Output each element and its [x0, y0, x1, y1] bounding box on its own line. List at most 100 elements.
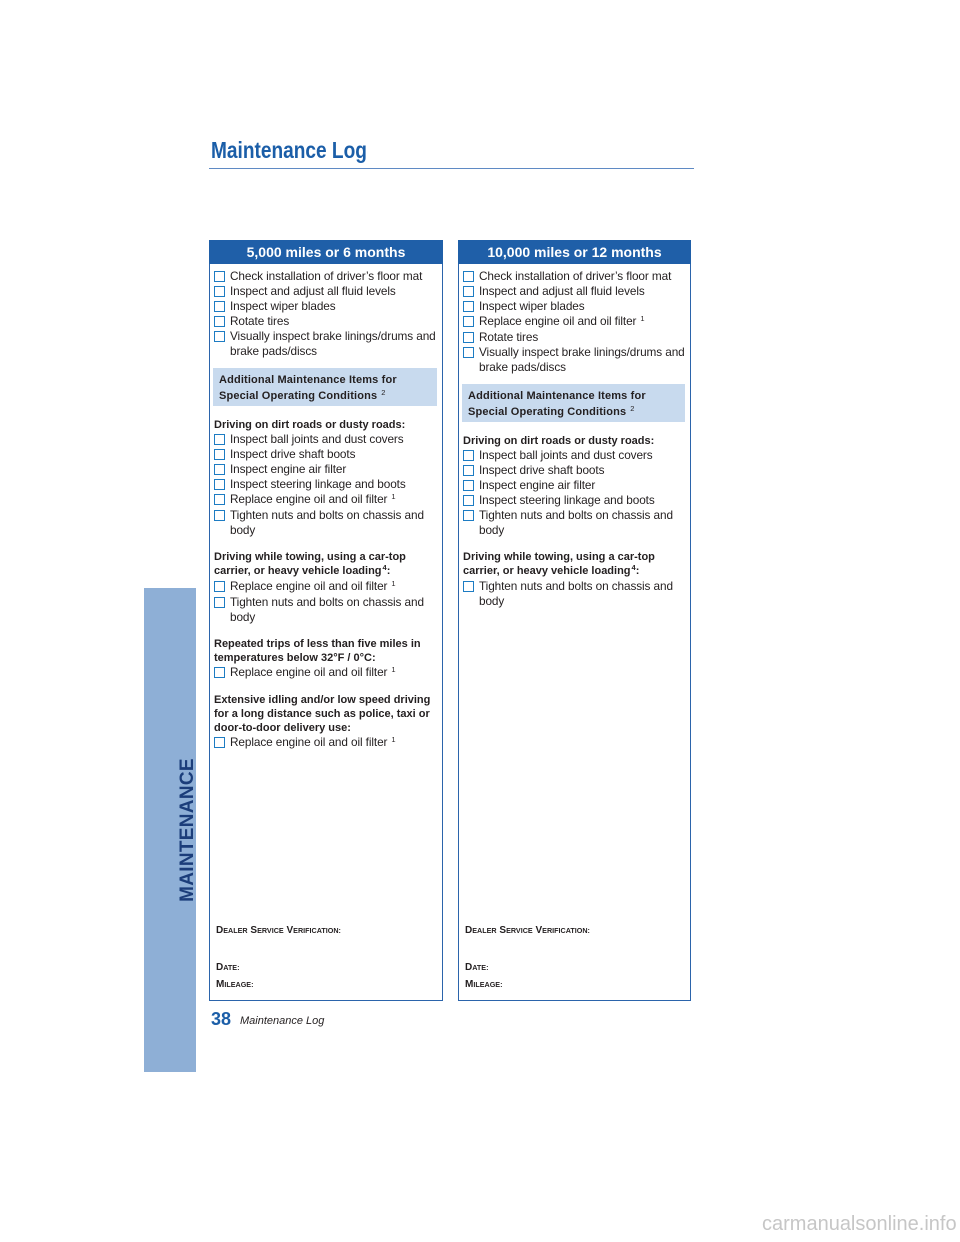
checklist-item-text: Inspect engine air filter — [479, 478, 596, 492]
checklist-item: Tighten nuts and bolts on chassis and bo… — [463, 579, 690, 609]
checkbox-icon — [214, 581, 225, 592]
condition-heading: Driving while towing, using a car-top ca… — [463, 550, 685, 579]
small-caps-segment: ERVICE — [506, 926, 533, 935]
checklist-item-text: Tighten nuts and bolts on chassis and bo… — [230, 508, 424, 537]
checkbox-icon — [463, 450, 474, 461]
checklist-item-text: Replace engine oil and oil filter — [230, 735, 388, 749]
checklist-item: Visually inspect brake linings/drums and… — [463, 345, 690, 375]
small-caps-segment: ILEAGE: — [224, 980, 254, 989]
footnote-ref: 1 — [391, 579, 396, 588]
checkbox-icon — [214, 286, 225, 297]
checkbox-icon — [463, 480, 474, 491]
schedule-header: 5,000 miles or 6 months — [209, 240, 443, 264]
date-label: DATE: — [465, 962, 489, 973]
condition-heading: Driving on dirt roads or dusty roads: — [214, 418, 436, 432]
checklist-item: Check installation of driver’s floor mat — [463, 269, 690, 284]
checklist-item-text: Tighten nuts and bolts on chassis and bo… — [230, 595, 424, 624]
schedule-checklist: Check installation of driver’s floor mat… — [459, 264, 690, 609]
checklist-item-text: Replace engine oil and oil filter — [230, 665, 388, 679]
condition-heading-text: Driving while towing, using a car-top ca… — [463, 551, 655, 577]
footnote-ref: 2 — [630, 404, 635, 413]
checkbox-icon — [463, 495, 474, 506]
checkbox-icon — [214, 316, 225, 327]
checklist-item: Inspect engine air filter — [463, 478, 690, 493]
checklist-item-text: Replace engine oil and oil filter — [230, 579, 388, 593]
condition-heading: Extensive idling and/or low speed drivin… — [214, 693, 436, 735]
checklist-item-text: Inspect wiper blades — [479, 299, 585, 313]
condition-group: Driving on dirt roads or dusty roads:Ins… — [463, 434, 690, 538]
footer-section-label: Maintenance Log — [240, 1015, 325, 1027]
condition-heading: Driving while towing, using a car-top ca… — [214, 550, 436, 579]
checklist-item-text: Check installation of driver’s floor mat — [230, 269, 423, 283]
checklist-item-text: Replace engine oil and oil filter — [230, 492, 388, 506]
condition-heading-text: Driving on dirt roads or dusty roads: — [463, 435, 655, 447]
checkbox-icon — [463, 271, 474, 282]
section-side-tab: MAINTENANCE — [144, 588, 198, 1072]
checklist-item-text: Inspect steering linkage and boots — [230, 477, 406, 491]
checklist-item-text: Inspect and adjust all fluid levels — [230, 284, 396, 298]
checkbox-icon — [463, 286, 474, 297]
condition-group: Repeated trips of less than five miles i… — [214, 637, 442, 681]
footnote-ref: 2 — [381, 388, 386, 397]
special-conditions-title-text: Special Operating Conditions — [219, 390, 378, 402]
checklist-item: Inspect and adjust all fluid levels — [214, 284, 442, 299]
condition-heading-suffix: : — [386, 565, 391, 577]
condition-group: Driving while towing, using a car-top ca… — [214, 550, 442, 625]
footnote-ref: 1 — [391, 665, 396, 674]
checklist-item-text: Inspect ball joints and dust covers — [230, 432, 404, 446]
checklist-item: Inspect and adjust all fluid levels — [463, 284, 690, 299]
checkbox-icon — [463, 316, 474, 327]
checklist-item: Inspect ball joints and dust covers — [214, 432, 442, 447]
title-divider — [209, 168, 694, 169]
checkbox-icon — [463, 510, 474, 521]
checklist-item-text: Inspect drive shaft boots — [479, 463, 605, 477]
checklist-item-text: Rotate tires — [230, 314, 290, 328]
checkbox-icon — [214, 464, 225, 475]
checkbox-icon — [214, 510, 225, 521]
condition-heading-suffix: : — [635, 565, 640, 577]
small-caps-segment: ATE: — [472, 963, 489, 972]
schedule-column-10000-miles: 10,000 miles or 12 months Check installa… — [458, 240, 691, 1001]
condition-group: Extensive idling and/or low speed drivin… — [214, 693, 442, 751]
checklist-item-text: Inspect steering linkage and boots — [479, 493, 655, 507]
small-caps-segment: ILEAGE: — [473, 980, 503, 989]
checklist-item-text: Rotate tires — [479, 330, 539, 344]
date-label: DATE: — [216, 962, 240, 973]
schedule-checklist: Check installation of driver’s floor mat… — [210, 264, 442, 751]
special-conditions-title-line1: Additional Maintenance Items for — [219, 374, 397, 386]
checkbox-icon — [214, 301, 225, 312]
condition-heading-text: Extensive idling and/or low speed drivin… — [214, 694, 431, 734]
checkbox-icon — [214, 597, 225, 608]
small-caps-segment: ERIFICATION: — [542, 926, 590, 935]
small-caps-segment: EALER — [223, 926, 248, 935]
condition-group: Driving on dirt roads or dusty roads:Ins… — [214, 418, 442, 538]
checklist-item-text: Inspect engine air filter — [230, 462, 347, 476]
small-caps-segment: ERIFICATION: — [293, 926, 341, 935]
checklist-item: Inspect drive shaft boots — [214, 447, 442, 462]
footnote-ref: 1 — [391, 735, 396, 744]
small-caps-segment: ERVICE — [257, 926, 284, 935]
checklist-item-text: Inspect ball joints and dust covers — [479, 448, 653, 462]
checklist-item-text: Check installation of driver’s floor mat — [479, 269, 672, 283]
checkbox-icon — [214, 449, 225, 460]
page-title: Maintenance Log — [211, 137, 367, 163]
checklist-item-text: Tighten nuts and bolts on chassis and bo… — [479, 508, 673, 537]
condition-heading-text: Repeated trips of less than five miles i… — [214, 638, 421, 664]
special-conditions-title-line1: Additional Maintenance Items for — [468, 390, 646, 402]
checkbox-icon — [214, 434, 225, 445]
footnote-ref: 4 — [631, 563, 636, 572]
checklist-item: Inspect wiper blades — [214, 299, 442, 314]
small-caps-segment: EALER — [472, 926, 497, 935]
checklist-item-text: Replace engine oil and oil filter — [479, 314, 637, 328]
dealer-service-verification-label: DEALER SERVICE VERIFICATION: — [465, 925, 590, 936]
footnote-ref: 1 — [391, 492, 396, 501]
footnote-ref: 1 — [640, 314, 645, 323]
schedule-column-5000-miles: 5,000 miles or 6 months Check installati… — [209, 240, 443, 1001]
